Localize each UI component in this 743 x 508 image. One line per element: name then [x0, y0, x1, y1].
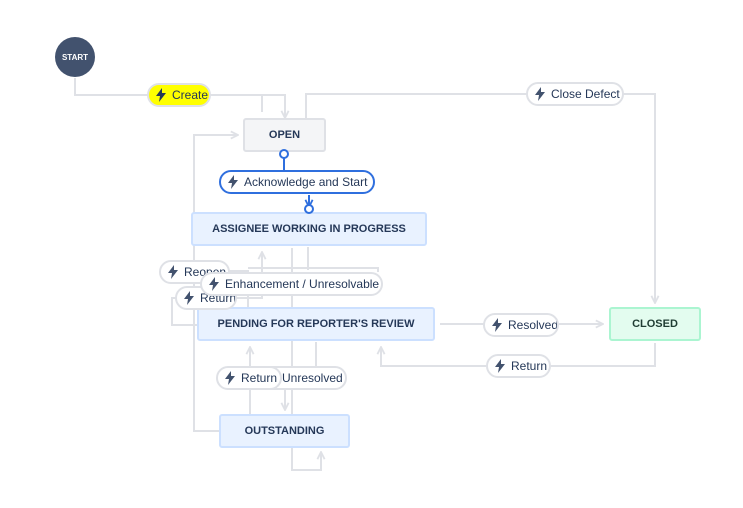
- edge-return-left: [171, 297, 198, 326]
- transition-enhancement-unresolvable[interactable]: Enhancement / Unresolvable: [200, 272, 383, 296]
- edge-bottom-loop: [291, 248, 321, 471]
- transition-create-label: Create: [172, 88, 209, 102]
- lightning-bolt-icon: [224, 371, 236, 385]
- connector-handle-source[interactable]: [278, 148, 290, 160]
- lightning-bolt-icon: [227, 175, 239, 189]
- transition-return-closed[interactable]: Return: [486, 354, 551, 378]
- transition-close-defect-label: Close Defect: [551, 87, 620, 101]
- connector-handle-target[interactable]: [303, 203, 315, 215]
- transition-acknowledge-label: Acknowledge and Start: [244, 175, 368, 189]
- edge-unresolved: [285, 342, 317, 410]
- transition-acknowledge-and-start[interactable]: Acknowledge and Start: [219, 170, 375, 194]
- lightning-bolt-icon: [167, 265, 179, 279]
- status-closed-label: CLOSED: [632, 318, 678, 330]
- edge-enhancement: [248, 247, 379, 272]
- lightning-bolt-icon: [534, 87, 546, 101]
- status-assignee-working[interactable]: ASSIGNEE WORKING IN PROGRESS: [191, 212, 427, 246]
- lightning-bolt-icon: [208, 277, 220, 291]
- transition-return-outstanding-label: Return: [241, 371, 278, 385]
- start-label: START: [61, 52, 89, 62]
- status-outstanding-label: OUTSTANDING: [244, 425, 325, 437]
- status-closed[interactable]: CLOSED: [609, 307, 701, 341]
- status-pending-review[interactable]: PENDING FOR REPORTER'S REVIEW: [197, 307, 435, 341]
- transition-resolved[interactable]: Resolved: [483, 313, 559, 337]
- transition-create[interactable]: Create: [147, 83, 211, 107]
- edge-create-arrow: [211, 94, 285, 118]
- transition-return-outstanding[interactable]: Return: [216, 366, 282, 390]
- transition-unresolved-label: Unresolved: [282, 371, 343, 385]
- lightning-bolt-icon: [491, 318, 503, 332]
- lightning-bolt-icon: [494, 359, 506, 373]
- start-node[interactable]: START: [55, 37, 95, 77]
- lightning-bolt-icon: [183, 291, 195, 305]
- transition-resolved-label: Resolved: [508, 318, 559, 332]
- status-pending-review-label: PENDING FOR REPORTER'S REVIEW: [217, 318, 415, 330]
- status-outstanding[interactable]: OUTSTANDING: [219, 414, 350, 448]
- edge-return-closed: [381, 343, 656, 367]
- status-open[interactable]: OPEN: [243, 118, 326, 152]
- status-open-label: OPEN: [268, 129, 301, 141]
- transition-close-defect[interactable]: Close Defect: [526, 82, 624, 106]
- status-assignee-working-label: ASSIGNEE WORKING IN PROGRESS: [212, 223, 406, 235]
- transition-return-closed-label: Return: [511, 359, 548, 373]
- lightning-bolt-icon: [155, 88, 167, 102]
- transition-enhancement-label: Enhancement / Unresolvable: [225, 277, 380, 291]
- edge-return-left-up: [236, 252, 262, 299]
- edge-close-defect: [305, 93, 655, 303]
